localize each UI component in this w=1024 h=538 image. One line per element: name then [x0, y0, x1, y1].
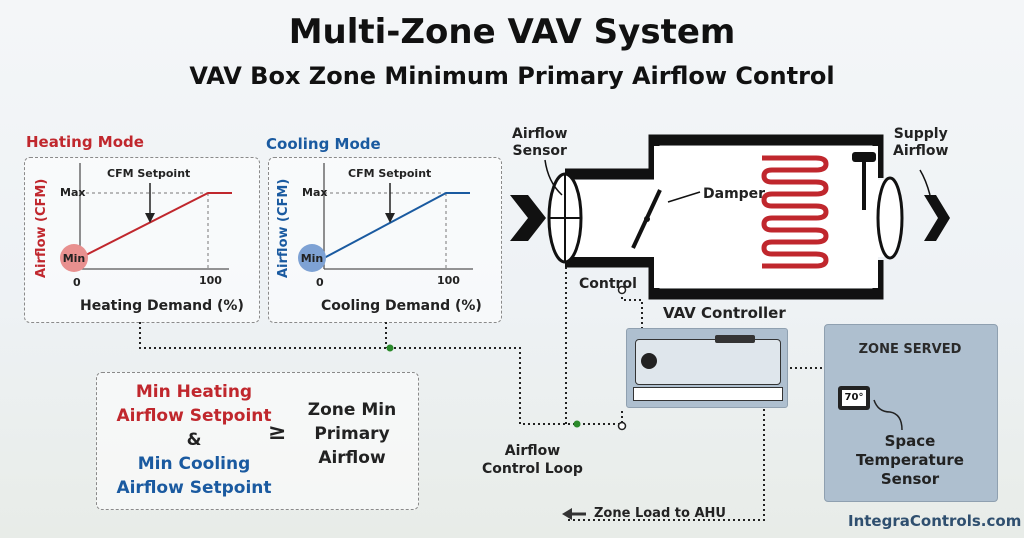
control-label: Control [579, 276, 637, 292]
zone-served-header: ZONE SERVED [858, 342, 962, 357]
thermostat-display: 70° [842, 390, 866, 406]
vav-controller-label: VAV Controller [663, 304, 786, 322]
inlet-arrow [510, 195, 546, 241]
ampersand: & [186, 430, 202, 450]
zone-served-panel [824, 324, 998, 502]
heating-setpoint-line [79, 192, 232, 259]
brand-part-b: Controls.com [909, 512, 1022, 530]
cooling-100-label: 100 [437, 274, 460, 287]
zone-min-line1: Zone Min [307, 400, 397, 420]
controller-body [635, 339, 781, 385]
zone-load-wire [566, 404, 765, 521]
cooling-mode-title: Cooling Mode [266, 135, 381, 153]
min-heating-line2: Airflow Setpoint [116, 406, 272, 426]
junction-dot-green-1 [386, 344, 394, 352]
cooling-setpoint-arrow-head [385, 213, 395, 223]
outlet-opening [876, 176, 904, 260]
equation-panel [96, 372, 419, 510]
page-subtitle: VAV Box Zone Minimum Primary Airflow Con… [189, 62, 835, 90]
thermostat-leader [873, 399, 903, 431]
thermostat-device: 70° [838, 386, 870, 410]
cooling-x-axis-label: Cooling Demand (%) [321, 298, 482, 314]
heating-x-axis-label: Heating Demand (%) [80, 298, 244, 314]
damper-label: Damper [703, 186, 766, 202]
controller-actuator-knob [641, 353, 657, 369]
heating-to-loop-wire [139, 322, 623, 425]
brand-link[interactable]: IntegraControls.com [848, 512, 1021, 530]
min-cooling-line2: Airflow Setpoint [116, 478, 272, 498]
heating-chart-panel [24, 157, 260, 323]
heating-setpoint-label: CFM Setpoint [107, 167, 191, 180]
cooling-zero-label: 0 [316, 276, 324, 289]
damper-pivot [644, 216, 650, 222]
heating-mode-title: Heating Mode [26, 133, 144, 151]
supply-sensor-head [852, 152, 876, 162]
supply-leader [919, 169, 931, 196]
cooling-setpoint-line [323, 192, 470, 259]
airflow-sensor-leader [544, 159, 563, 196]
cooling-max-label: Max [302, 186, 328, 199]
zone-min-line2: Primary [314, 424, 390, 444]
vav-controller-device [626, 328, 788, 408]
cooling-chart [323, 163, 473, 270]
brand-part-a: Integra [848, 512, 910, 530]
greater-equal-symbol: ≥ [268, 420, 287, 445]
cooling-setpoint-label: CFM Setpoint [348, 167, 432, 180]
heating-min-marker: Min [60, 244, 88, 272]
cooling-chart-panel [268, 157, 502, 323]
reheat-coil [761, 155, 829, 269]
zone-min-text: Zone Min Primary Airflow [296, 398, 408, 470]
min-setpoint-text: Min Heating Airflow Setpoint & Min Cooli… [106, 380, 282, 500]
loop-junction-ring [617, 421, 627, 431]
zone-load-label: Zone Load to AHU [594, 506, 726, 521]
min-cooling-line1: Min Cooling [137, 454, 251, 474]
damper-leader-line [667, 191, 701, 203]
heating-setpoint-arrow-head [145, 213, 155, 223]
min-heating-line1: Min Heating [135, 382, 253, 402]
heating-max-label: Max [60, 186, 86, 199]
control-junction-ring [617, 285, 627, 295]
controller-terminal-strip [633, 387, 783, 401]
cooling-min-marker: Min [298, 244, 326, 272]
heating-zero-label: 0 [73, 276, 81, 289]
loop-spacer [550, 424, 622, 432]
junction-dot-green-2 [573, 420, 581, 428]
page-title: Multi-Zone VAV System [288, 12, 736, 52]
controller-top-tab [715, 335, 755, 343]
outlet-arrow [924, 195, 950, 241]
heating-100-label: 100 [199, 274, 222, 287]
zone-load-arrow-head [562, 508, 572, 520]
zone-min-line3: Airflow [318, 448, 386, 468]
